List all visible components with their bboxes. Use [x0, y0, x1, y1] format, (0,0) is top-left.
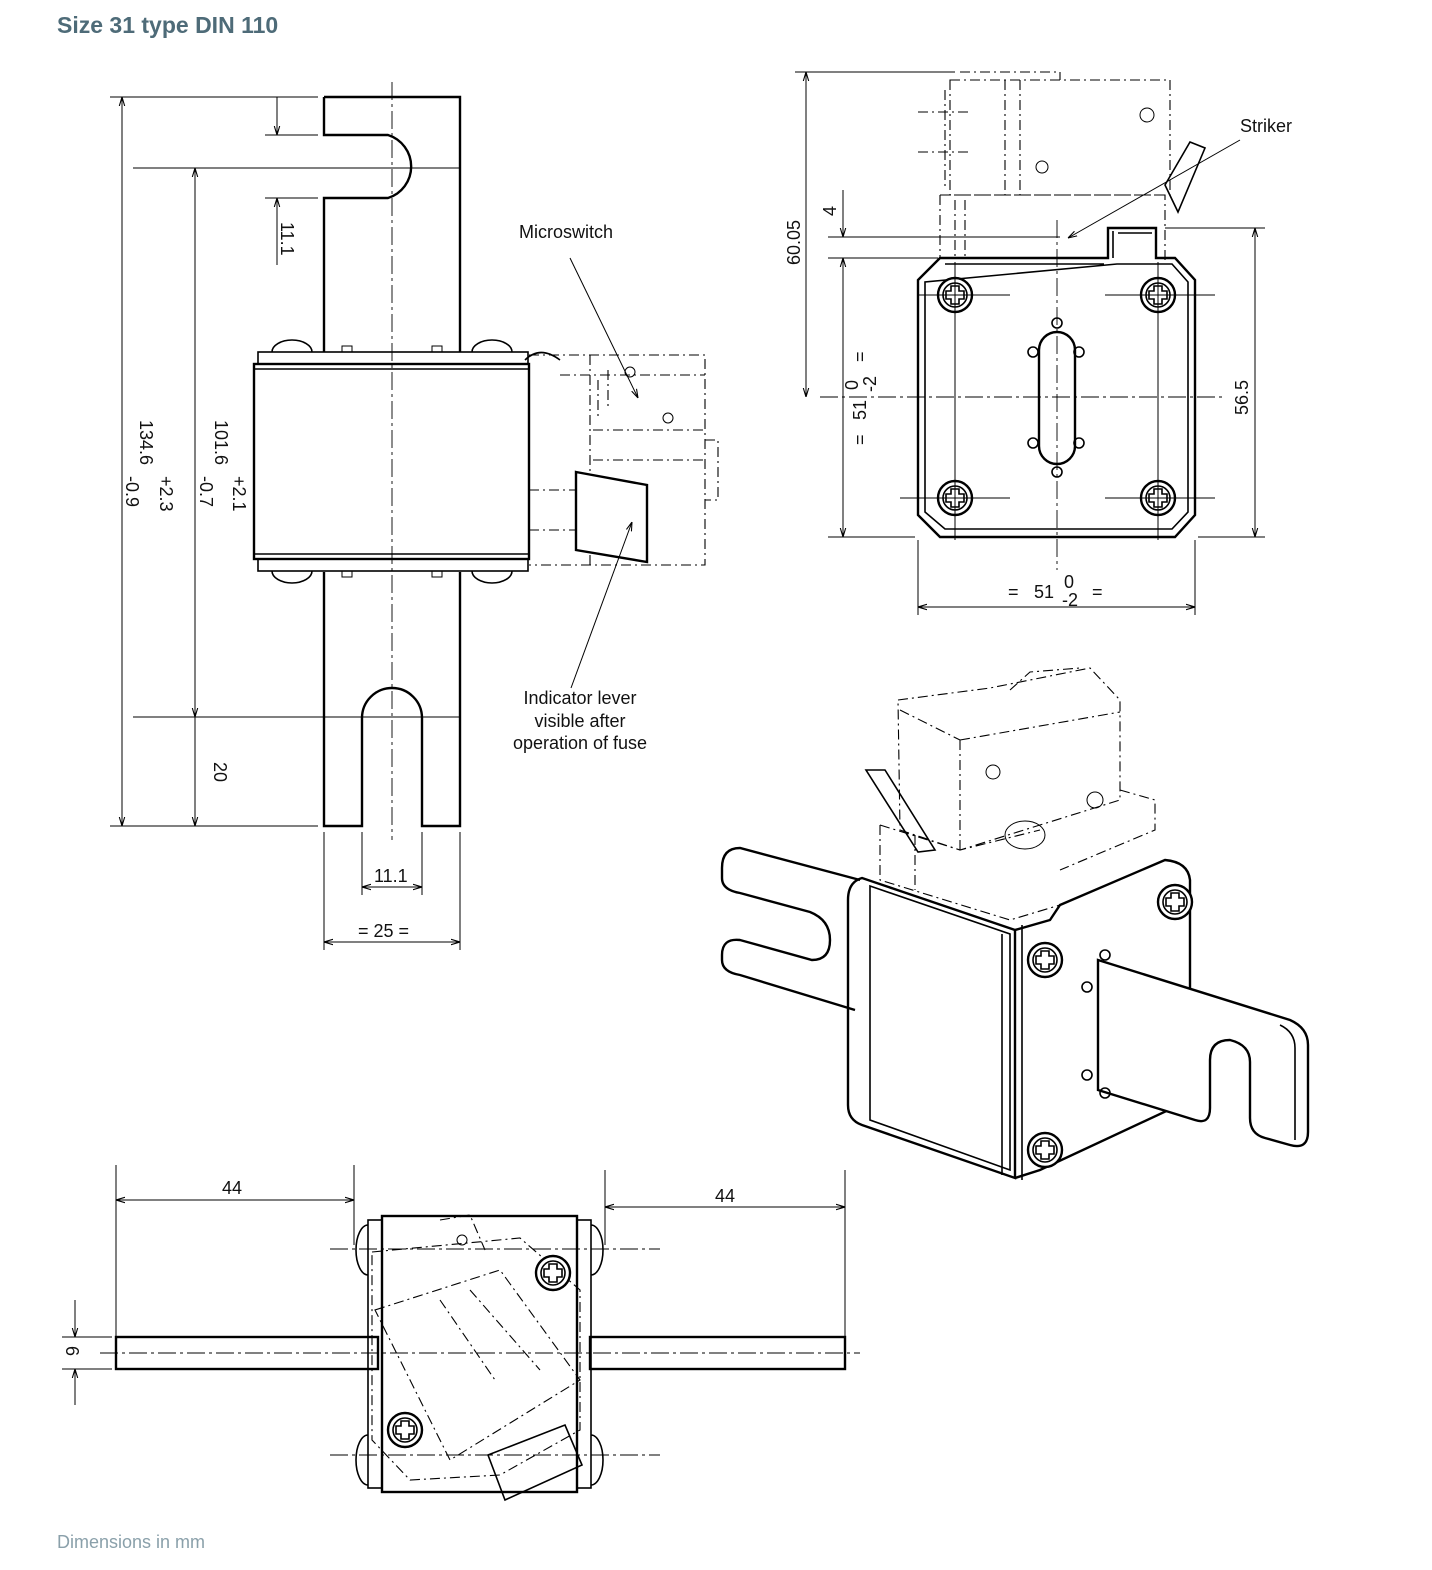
dim-slot-bottom: 11.1 — [374, 866, 408, 886]
label-indicator-1: Indicator lever — [523, 688, 636, 708]
top-view: 44 44 6 — [62, 1165, 860, 1502]
dim-blade-width: = 25 = — [358, 921, 409, 941]
dim-total-length: 134.6 — [136, 420, 156, 465]
dim-tag-end: 20 — [210, 762, 230, 782]
dim-hole-pitch: 101.6 — [211, 420, 231, 465]
dim-total-tol-upper: +2.3 — [156, 476, 176, 512]
iso-body-front — [846, 876, 1017, 1180]
label-striker: Striker — [1240, 116, 1292, 136]
front-view: 134.6 +2.3 -0.9 101.6 +2.1 -0.7 11.1 20 … — [110, 82, 719, 950]
dim-body-height-eq1: = — [850, 434, 870, 445]
dim-tag-thickness: 6 — [62, 1346, 82, 1356]
dim-body-width-eq1: = — [1008, 582, 1019, 602]
dim-body-width-eq2: = — [1092, 582, 1103, 602]
dim-left-tag: 44 — [222, 1178, 242, 1198]
label-microswitch: Microswitch — [519, 222, 613, 242]
indicator-lever — [574, 470, 649, 564]
dim-right-height: 56.5 — [1232, 380, 1252, 415]
label-indicator-3: operation of fuse — [513, 733, 647, 753]
label-indicator-2: visible after — [534, 711, 625, 731]
dim-body-width-tol-lower: -2 — [1062, 590, 1078, 610]
isometric-view — [720, 667, 1310, 1180]
footer-note: Dimensions in mm — [57, 1532, 206, 1552]
dim-pitch-tol-lower: -0.7 — [196, 476, 216, 507]
dim-body-height-eq2: = — [850, 351, 870, 362]
dim-right-tag: 44 — [715, 1186, 735, 1206]
dim-body-height: 51 — [850, 400, 870, 420]
page-title: Size 31 type DIN 110 — [57, 12, 279, 38]
dim-height-overall: 60.05 — [784, 220, 804, 265]
fuse-body — [252, 362, 531, 561]
dim-pitch-tol-upper: +2.1 — [229, 476, 249, 512]
dim-switch-offset: 4 — [820, 206, 840, 216]
side-body — [916, 226, 1197, 539]
dim-body-width: 51 — [1034, 582, 1054, 602]
upper-blade — [322, 95, 462, 352]
dim-total-tol-lower: -0.9 — [122, 476, 142, 507]
dim-body-height-tol-upper: 0 — [842, 380, 862, 390]
dim-slot-top: 11.1 — [277, 222, 297, 256]
dim-body-height-tol-lower: -2 — [860, 376, 880, 392]
dim-body-width-tol-upper: 0 — [1064, 572, 1074, 592]
side-view: 60.05 4 = 51 0 -2 = 56.5 = 51 0 -2 = Str… — [784, 71, 1292, 615]
lower-blade — [322, 572, 462, 828]
